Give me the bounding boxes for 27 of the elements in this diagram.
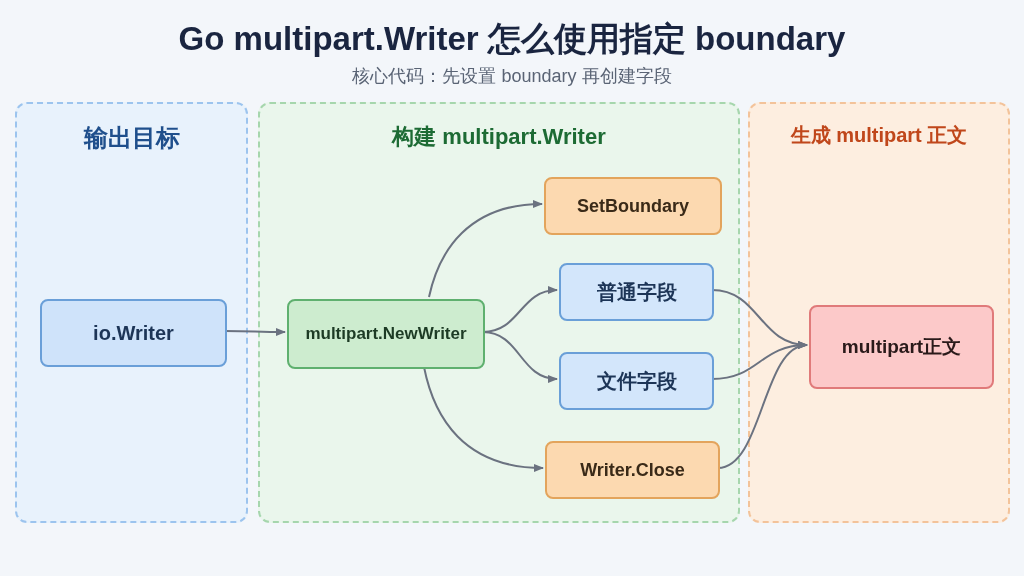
title: Go multipart.Writer 怎么使用指定 boundary <box>178 19 846 59</box>
arrow <box>428 200 543 298</box>
node-label: SetBoundary <box>577 194 689 218</box>
panel-title: 输出目标 <box>82 123 181 153</box>
node-label: io.Writer <box>93 320 174 346</box>
arrow <box>717 343 808 469</box>
process-box <box>544 177 722 235</box>
output-box <box>809 305 994 389</box>
process-box <box>40 299 227 367</box>
node-label: multipart正文 <box>841 335 962 359</box>
panel-title: 构建 multipart.Writer <box>390 123 607 151</box>
process-box <box>545 441 720 499</box>
node-label: 普通字段 <box>596 279 677 305</box>
arrow <box>423 366 544 472</box>
group-panel <box>258 102 740 523</box>
arrow <box>482 331 558 382</box>
subtitle: 核心代码：先设置 boundary 再创建字段 <box>352 65 672 88</box>
arrow <box>224 327 286 336</box>
group-panel <box>15 102 248 523</box>
group-panel <box>748 102 1010 523</box>
node-label: 文件字段 <box>596 368 677 394</box>
process-box <box>559 352 714 410</box>
process-box <box>559 263 714 321</box>
node-label: multipart.NewWriter <box>305 323 467 345</box>
panel-title: 生成 multipart 正文 <box>789 123 969 148</box>
node-label: Writer.Close <box>580 458 685 482</box>
process-box <box>287 299 485 369</box>
